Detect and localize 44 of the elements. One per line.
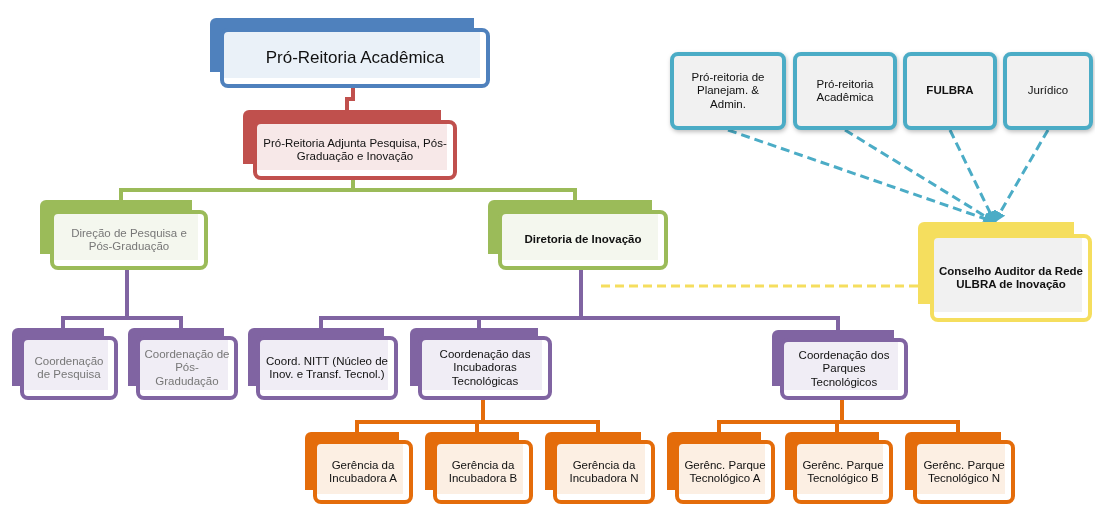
connector-line	[579, 270, 840, 330]
org-chart-node	[772, 330, 908, 400]
org-chart-node	[305, 432, 413, 504]
unit-box: Pró-Reitoria Acadêmica	[220, 28, 490, 88]
unit-box: Jurídico	[1003, 52, 1093, 130]
unit-box: Coordenação das Incubadoras Tecnológicas	[418, 336, 552, 400]
unit-box: Coordenação de Pós-Gradudação	[136, 336, 238, 400]
org-chart-node	[905, 432, 1015, 504]
unit-box: Coordenação dos Parques Tecnológicos	[780, 338, 908, 400]
dashed-connector	[993, 129, 1050, 224]
unit-box: Gerênc. Parque Tecnológico N	[913, 440, 1015, 504]
unit-box: Pró-Reitoria Adjunta Pesquisa, Pós-Graduação e Inovação	[253, 120, 457, 180]
org-chart-node	[667, 432, 775, 504]
unit-box: Gerência da Incubadora N	[553, 440, 655, 504]
org-chart-node	[248, 328, 398, 400]
unit-box: Gerênc. Parque Tecnológico A	[675, 440, 775, 504]
org-chart-node	[128, 328, 238, 400]
unit-box: Conselho Auditor da Rede ULBRA de Inovação	[930, 234, 1092, 322]
org-chart-node	[40, 200, 208, 270]
org-chart-node	[12, 328, 118, 400]
connector-line	[840, 400, 960, 432]
unit-box: Pró-reitoria Acadêmica	[793, 52, 897, 130]
dashed-connector	[598, 284, 918, 288]
unit-box: Pró-reitoria de Planejam. & Admin.	[670, 52, 786, 130]
org-chart-node	[425, 432, 533, 504]
org-chart-node	[545, 432, 655, 504]
org-chart-node	[918, 222, 1092, 322]
unit-box: Coordenação de Pesquisa	[20, 336, 118, 400]
org-chart-node	[410, 328, 552, 400]
unit-box: FULBRA	[903, 52, 997, 130]
unit-box: Direção de Pesquisa e Pós-Graduação	[50, 210, 208, 270]
connector-line	[481, 400, 600, 432]
connector-line	[345, 88, 355, 110]
org-chart-node	[785, 432, 893, 504]
connector-line	[125, 270, 183, 328]
org-chart-node	[210, 18, 490, 88]
unit-box: Gerência da Incubadora B	[433, 440, 533, 504]
unit-box: Gerênc. Parque Tecnológico B	[793, 440, 893, 504]
org-chart-node	[488, 200, 668, 270]
unit-box: Gerência da Incubadora A	[313, 440, 413, 504]
unit-box: Diretoria de Inovação	[498, 210, 668, 270]
unit-box: Coord. NITT (Núcleo de Inov. e Transf. Tecnol.)	[256, 336, 398, 400]
connector-line	[351, 180, 577, 200]
org-chart-node	[243, 110, 457, 180]
